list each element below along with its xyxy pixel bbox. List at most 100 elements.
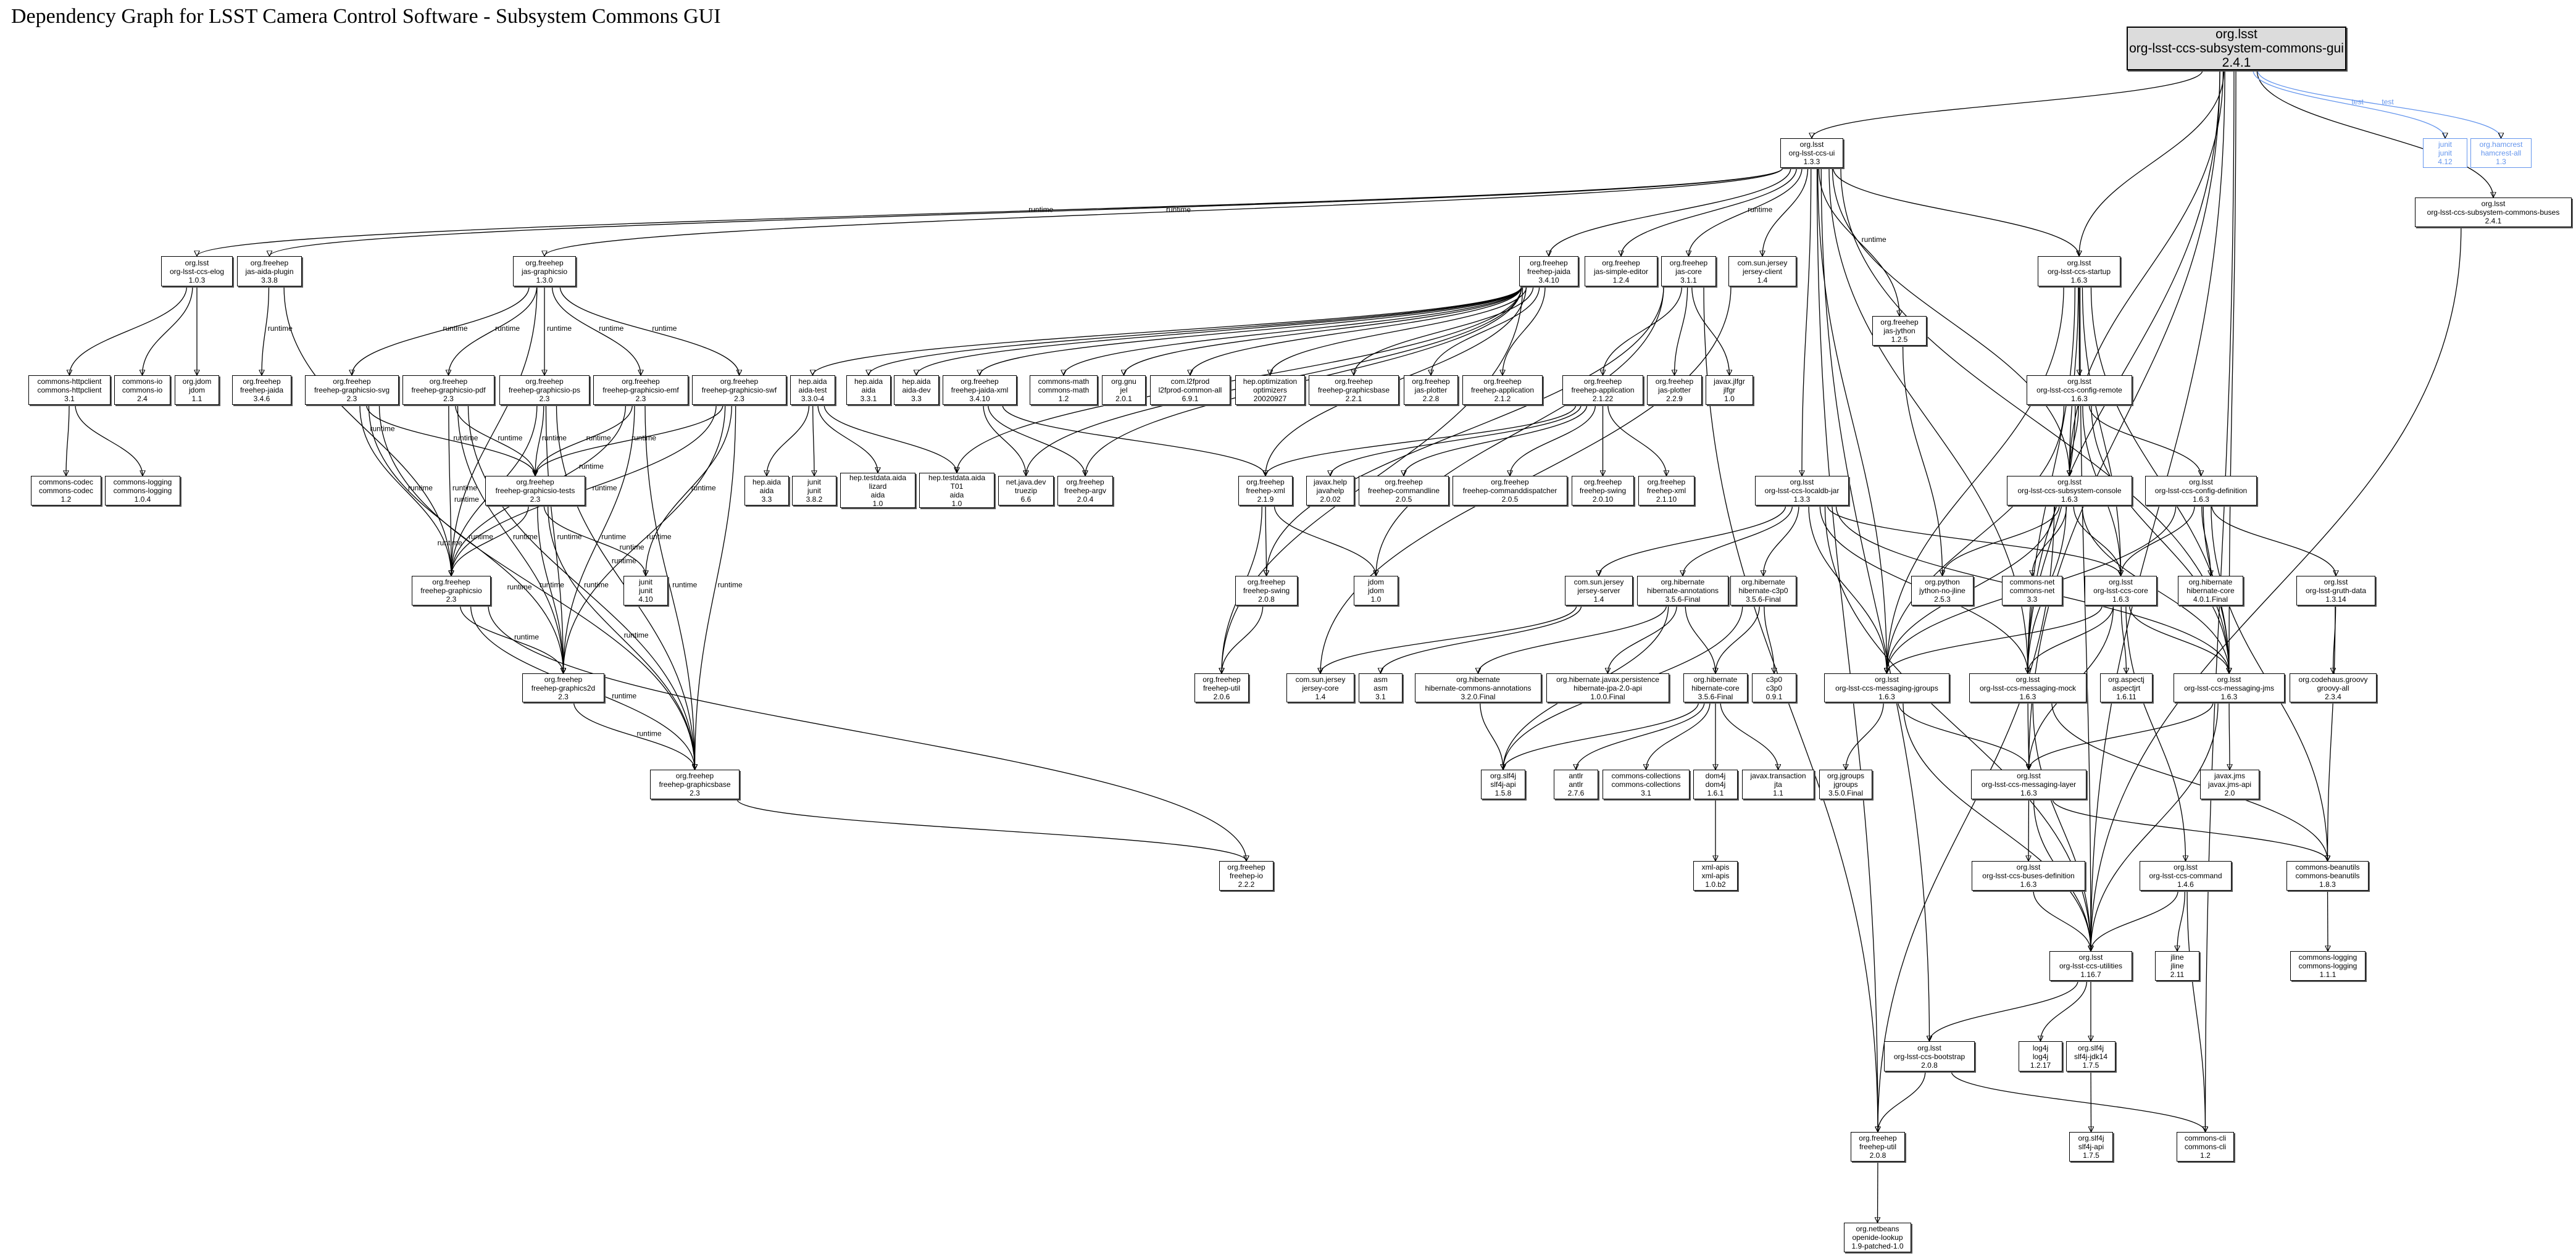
node-elog[interactable]: org.lsstorg-lsst-ccs-elog1.0.3	[161, 256, 233, 286]
node-ps[interactable]: org.freehepfreehep-graphicsio-ps2.3	[499, 375, 590, 405]
node-jython125[interactable]: org.freehepjas-jython1.2.5	[1872, 316, 1927, 346]
node-junit410[interactable]: junitjunit4.10	[623, 576, 668, 605]
node-c3p0[interactable]: c3p0c3p00.9.1	[1752, 673, 1796, 702]
node-dom4j[interactable]: dom4jdom4j1.6.1	[1693, 770, 1738, 799]
node-jline[interactable]: jlinejline2.11	[2155, 951, 2199, 981]
node-jel[interactable]: org.gnujel2.0.1	[1102, 375, 1146, 405]
node-httpclient[interactable]: commons-httpclientcommons-httpclient3.1	[28, 375, 110, 405]
node-xml2110[interactable]: org.freehepfreehep-xml2.1.10	[1638, 476, 1694, 505]
node-swf[interactable]: org.freehepfreehep-graphicsio-swf2.3	[692, 375, 786, 405]
node-bootstrap[interactable]: org.lsstorg-lsst-ccs-bootstrap2.0.8	[1884, 1041, 1975, 1071]
node-slf4jjdk[interactable]: org.slf4jslf4j-jdk141.7.5	[2066, 1041, 2115, 1071]
node-jaida346[interactable]: org.freehepfreehep-jaida3.4.6	[232, 375, 291, 405]
node-argv[interactable]: org.freehepfreehep-argv2.0.4	[1057, 476, 1113, 505]
node-util208[interactable]: org.freehepfreehep-util2.0.8	[1851, 1132, 1905, 1162]
node-configremote[interactable]: org.lsstorg-lsst-ccs-config-remote1.6.3	[2027, 375, 2132, 405]
node-hamcrest[interactable]: org.hamcresthamcrest-all1.3	[2470, 138, 2532, 168]
node-aida33[interactable]: hep.aidaaida3.3	[744, 476, 789, 505]
node-pdf[interactable]: org.freehepfreehep-graphicsio-pdf2.3	[402, 375, 494, 405]
node-svg[interactable]: org.freehepfreehep-graphicsio-svg2.3	[305, 375, 399, 405]
node-plotter229[interactable]: org.freehepjas-plotter2.2.9	[1647, 375, 1702, 405]
node-commonsio[interactable]: commons-iocommons-io2.4	[114, 375, 170, 405]
node-gio[interactable]: org.freehepfreehep-graphicsio2.3	[412, 576, 491, 605]
node-msgjgroups[interactable]: org.lsstorg-lsst-ccs-messaging-jgroups1.…	[1824, 673, 1949, 702]
node-log4j[interactable]: log4jlog4j1.2.17	[2019, 1041, 2062, 1071]
node-jascore[interactable]: org.freehepjas-core3.1.1	[1661, 256, 1716, 286]
node-jythonnj[interactable]: org.pythonjython-no-jline2.5.3	[1911, 576, 1974, 605]
node-jdom10[interactable]: jdomjdom1.0	[1354, 576, 1398, 605]
node-aida331[interactable]: hep.aidaaida3.3.1	[846, 375, 891, 405]
node-startup[interactable]: org.lsstorg-lsst-ccs-startup1.6.3	[2038, 256, 2120, 286]
node-jpa[interactable]: org.hibernate.javax.persistencehibernate…	[1546, 673, 1669, 702]
node-jerseycore[interactable]: com.sun.jerseyjersey-core1.4	[1286, 673, 1354, 702]
node-cmath[interactable]: commons-mathcommons-math1.2	[1030, 375, 1098, 405]
node-junit412[interactable]: junitjunit4.12	[2423, 138, 2467, 168]
node-junit382[interactable]: junitjunit3.8.2	[792, 476, 836, 505]
node-swing208[interactable]: org.freehepfreehep-swing2.0.8	[1235, 576, 1298, 605]
node-aspectj[interactable]: org.aspectjaspectjrt1.6.11	[2100, 673, 2153, 702]
node-groovy[interactable]: org.codehaus.groovygroovy-all2.3.4	[2290, 673, 2377, 702]
node-antlr[interactable]: antlrantlr2.7.6	[1554, 770, 1598, 799]
node-hibann[interactable]: org.hibernatehibernate-annotations3.5.6-…	[1637, 576, 1728, 605]
node-jdom11[interactable]: org.jdomjdom1.1	[175, 375, 219, 405]
node-jerseyserver[interactable]: com.sun.jerseyjersey-server1.4	[1565, 576, 1633, 605]
node-util206[interactable]: org.freehepfreehep-util2.0.6	[1194, 673, 1249, 702]
node-swing2010[interactable]: org.freehepfreehep-swing2.0.10	[1572, 476, 1634, 505]
node-plotter228[interactable]: org.freehepjas-plotter2.2.8	[1404, 375, 1458, 405]
node-logging104[interactable]: commons-loggingcommons-logging1.0.4	[105, 476, 180, 505]
node-gruth[interactable]: org.lsstorg-lsst-gruth-data1.3.14	[2296, 576, 2375, 605]
node-t01[interactable]: hep.testdata.aidaT01aida1.0	[919, 473, 994, 508]
node-configdef[interactable]: org.lsstorg-lsst-ccs-config-definition1.…	[2145, 476, 2257, 505]
node-emf[interactable]: org.freehepfreehep-graphicsio-emf2.3	[593, 375, 688, 405]
node-io[interactable]: org.freehepfreehep-io2.2.2	[1219, 861, 1273, 891]
node-jms[interactable]: org.lsstorg-lsst-ccs-messaging-jms1.6.3	[2174, 673, 2285, 702]
node-command[interactable]: org.lsstorg-lsst-ccs-command1.4.6	[2140, 861, 2232, 891]
node-l2f[interactable]: com.l2fprodl2fprod-common-all6.9.1	[1150, 375, 1230, 405]
node-jasgraphicsio[interactable]: org.freehepjas-graphicsio1.3.0	[513, 256, 576, 286]
node-console[interactable]: org.lsstorg-lsst-ccs-subsystem-console1.…	[2007, 476, 2132, 505]
node-jlfgr[interactable]: javax.jlfgrjlfgr1.0	[1706, 375, 1753, 405]
node-g2d[interactable]: org.freehepfreehep-graphics2d2.3	[522, 673, 604, 702]
node-aidadev[interactable]: hep.aidaaida-dev3.3	[894, 375, 939, 405]
node-javahelp[interactable]: javax.helpjavahelp2.0.02	[1306, 476, 1354, 505]
node-layer[interactable]: org.lsstorg-lsst-ccs-messaging-layer1.6.…	[1971, 770, 2086, 799]
node-ui[interactable]: org.lsstorg-lsst-ccs-ui1.3.3	[1780, 138, 1843, 168]
node-aidatest[interactable]: hep.aidaaida-test3.3.0-4	[790, 375, 835, 405]
node-codec[interactable]: commons-codeccommons-codec1.2	[31, 476, 101, 505]
node-javaxjms[interactable]: javax.jmsjavax.jms-api2.0	[2200, 770, 2259, 799]
node-slf158[interactable]: org.slf4jslf4j-api1.5.8	[1481, 770, 1525, 799]
node-xml219[interactable]: org.freehepfreehep-xml2.1.9	[1238, 476, 1293, 505]
node-aidaplugin[interactable]: org.freehepjas-aida-plugin3.3.8	[237, 256, 302, 286]
node-root[interactable]: org.lsstorg-lsst-ccs-subsystem-commons-g…	[2127, 27, 2346, 70]
node-gtests[interactable]: org.freehepfreehep-graphicsio-tests2.3	[485, 476, 585, 505]
node-jaidaxml[interactable]: org.freehepfreehep-jaida-xml3.4.10	[943, 375, 1017, 405]
node-truezip[interactable]: net.java.devtruezip6.6	[998, 476, 1054, 505]
node-buses[interactable]: org.lsstorg-lsst-ccs-subsystem-commons-b…	[2415, 198, 2572, 227]
node-ccscore[interactable]: org.lsstorg-lsst-ccs-core1.6.3	[2085, 576, 2157, 605]
node-cmdline[interactable]: org.freehepfreehep-commandline2.0.5	[1359, 476, 1449, 505]
node-localdb[interactable]: org.lsstorg-lsst-ccs-localdb-jar1.3.3	[1755, 476, 1849, 505]
node-optim[interactable]: hep.optimizationoptimizers20020927	[1235, 375, 1305, 405]
node-clog111[interactable]: commons-loggingcommons-logging1.1.1	[2290, 951, 2366, 981]
node-jgroups[interactable]: org.jgroupsjgroups3.5.0.Final	[1819, 770, 1872, 799]
node-lizard[interactable]: hep.testdata.aidalizardaida1.0	[840, 473, 915, 508]
node-cmddisp[interactable]: org.freehepfreehep-commanddispatcher2.0.…	[1453, 476, 1567, 505]
node-gbase221[interactable]: org.freehepfreehep-graphicsbase2.2.1	[1309, 375, 1399, 405]
node-hibcore401[interactable]: org.hibernatehibernate-core4.0.1.Final	[2178, 576, 2243, 605]
node-slf175[interactable]: org.slf4jslf4j-api1.7.5	[2069, 1132, 2113, 1162]
node-hibcore356[interactable]: org.hibernatehibernate-core3.5.6-Final	[1683, 673, 1748, 702]
node-cli[interactable]: commons-clicommons-cli1.2	[2177, 1132, 2234, 1162]
node-lookup[interactable]: org.netbeansopenide-lookup1.9-patched-1.…	[1844, 1223, 1911, 1252]
node-ccoll[interactable]: commons-collectionscommons-collections3.…	[1603, 770, 1690, 799]
node-mock[interactable]: org.lsstorg-lsst-ccs-messaging-mock1.6.3	[1969, 673, 2086, 702]
node-app212[interactable]: org.freehepfreehep-application2.1.2	[1462, 375, 1543, 405]
node-jaida3410[interactable]: org.freehepfreehep-jaida3.4.10	[1519, 256, 1578, 286]
node-hibc3p0[interactable]: org.hibernatehibernate-c3p03.5.6-Final	[1730, 576, 1796, 605]
node-xmlapis[interactable]: xml-apisxml-apis1.0.b2	[1693, 861, 1738, 891]
node-app2122[interactable]: org.freehepfreehep-application2.1.22	[1562, 375, 1643, 405]
node-gbase23[interactable]: org.freehepfreehep-graphicsbase2.3	[650, 770, 740, 799]
node-cnet[interactable]: commons-netcommons-net3.3	[2002, 576, 2062, 605]
node-hibcommann[interactable]: org.hibernatehibernate-commons-annotatio…	[1415, 673, 1541, 702]
node-busesdef[interactable]: org.lsstorg-lsst-ccs-buses-definition1.6…	[1972, 861, 2085, 891]
node-asm[interactable]: asmasm3.1	[1359, 673, 1403, 702]
